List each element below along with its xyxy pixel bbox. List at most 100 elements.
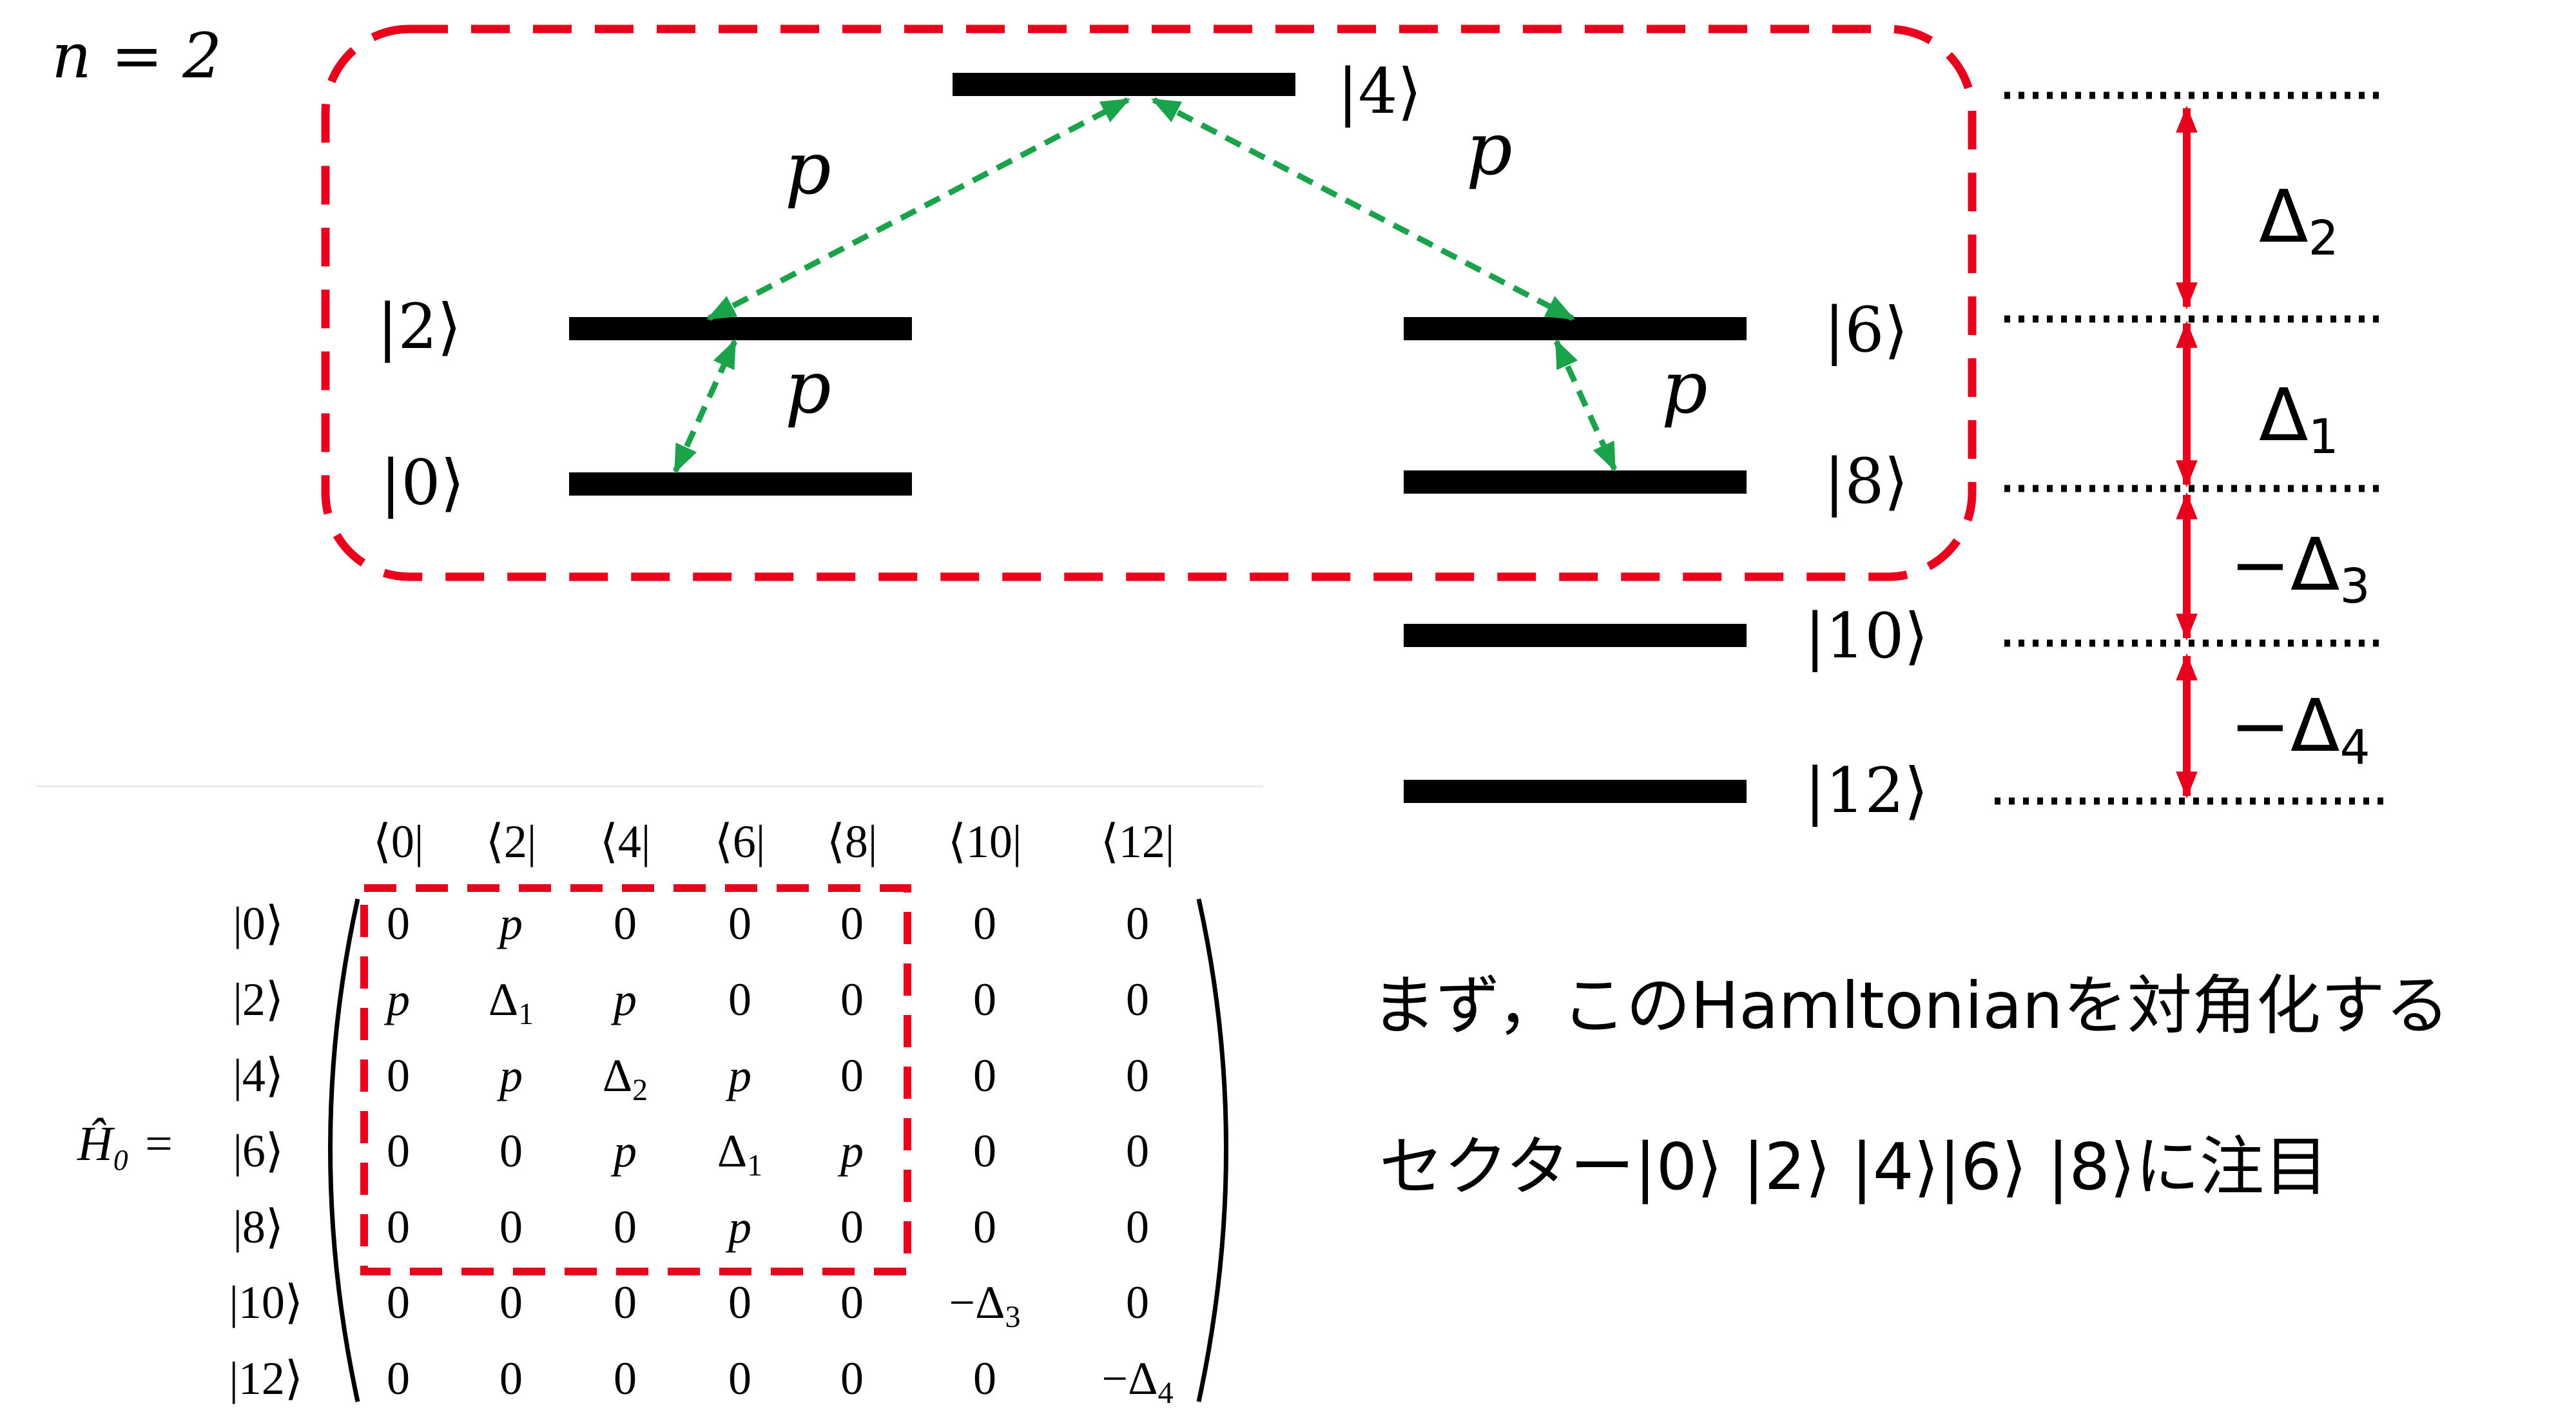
gap-label-delta4: −Δ4 [2230,684,2370,775]
matrix-cell: 0 [728,1353,751,1404]
matrix-cell: 0 [973,898,996,949]
matrix-cell: 0 [728,898,751,949]
matrix-cell: p [725,1201,751,1253]
matrix-lhs: Ĥ₀ = [77,1117,175,1171]
coupling-label-p: p [785,127,831,211]
matrix-cell: 0 [728,974,751,1025]
matrix-cell: −Δ4 [1102,1353,1174,1410]
energy-levels [569,73,1747,803]
matrix-cell: 0 [499,1201,523,1253]
matrix-cell: 0 [387,1353,410,1404]
matrix-col-header: ⟨2| [486,816,537,867]
matrix-cell: 0 [614,1353,637,1404]
level-bar-10 [1404,624,1747,647]
matrix-cell: p [610,1125,637,1177]
note-focus-sector: セクター|0⟩ |2⟩ |4⟩|6⟩ |8⟩に注目 [1379,1129,2329,1204]
matrix-cell: Δ1 [717,1125,762,1183]
matrix-row-header: |12⟩ [229,1353,303,1404]
level-bar-0 [569,472,912,496]
matrix-cell: 0 [973,1353,996,1404]
matrix-cell: Δ2 [603,1050,648,1107]
matrix-left-paren [328,898,360,1402]
coupling-label-p: p [785,346,831,430]
matrix-cell: p [496,898,523,949]
coupling-arrow-6-8 [1553,338,1618,472]
matrix-cell: 0 [1126,1050,1149,1101]
matrix-cell: 0 [1126,1125,1149,1177]
matrix-cell: Δ1 [489,974,534,1031]
level-label-6: |6⟩ [1824,294,1908,366]
matrix-row-headers: |0⟩ |2⟩ |4⟩ |6⟩ |8⟩ |10⟩ |12⟩ [229,898,303,1404]
hamiltonian-matrix: Ĥ₀ = ⟨0| ⟨2| ⟨4| ⟨6| ⟨8| ⟨10| ⟨12| |0⟩ |… [77,816,1228,1410]
coupling-labels: p p p p [785,108,1708,430]
coupling-arrow-0-2 [672,338,738,474]
matrix-row-header: |2⟩ [233,974,284,1025]
matrix-column-headers: ⟨0| ⟨2| ⟨4| ⟨6| ⟨8| ⟨10| ⟨12| [373,816,1175,867]
matrix-row-header: |0⟩ [233,898,284,949]
matrix-col-header: ⟨6| [715,816,766,867]
matrix-cell: 0 [973,974,996,1025]
matrix-cell: 0 [973,1201,996,1253]
matrix-cell: 0 [973,1125,996,1177]
matrix-cell: 0 [840,1353,864,1404]
matrix-right-paren [1196,898,1228,1402]
level-label-12: |12⟩ [1805,755,1928,827]
coupling-arrow-4-6 [1151,97,1575,321]
level-label-2: |2⟩ [377,291,461,363]
level-label-0: |0⟩ [380,447,465,519]
matrix-cell: p [837,1125,864,1177]
note-diagonalize: まず，このHamltonianを対角化する [1371,968,2450,1043]
gap-label-delta1: Δ1 [2259,374,2339,465]
level-label-4: |4⟩ [1337,55,1422,128]
matrix-cell: 0 [499,1353,523,1404]
matrix-cell: 0 [840,1277,864,1328]
matrix-col-header: ⟨12| [1101,816,1175,867]
energy-reference-lines [1995,92,2385,805]
matrix-cell: 0 [1126,1201,1149,1253]
coupling-label-p: p [1466,108,1513,191]
matrix-row-header: |8⟩ [233,1201,284,1253]
matrix-cell: −Δ3 [949,1277,1021,1334]
matrix-cell: 0 [840,974,864,1025]
matrix-cell: p [383,974,410,1025]
matrix-cell: p [725,1050,751,1101]
level-labels: |4⟩ |2⟩ |0⟩ |6⟩ |8⟩ |10⟩ |12⟩ [377,55,1928,827]
level-bar-4 [953,73,1295,96]
matrix-cell: 0 [387,1201,410,1253]
level-bar-2 [569,317,912,340]
matrix-col-header: ⟨4| [600,816,651,867]
level-label-10: |10⟩ [1805,600,1928,672]
matrix-cell: 0 [1126,898,1149,949]
matrix-cell: p [496,1050,523,1101]
gap-labels: Δ2 Δ1 −Δ3 −Δ4 [2230,175,2370,775]
matrix-cell: 0 [1126,1277,1149,1328]
matrix-col-header: ⟨10| [948,816,1022,867]
matrix-col-header: ⟨0| [373,816,424,867]
matrix-cell: 0 [973,1050,996,1101]
matrix-cell: 0 [387,898,410,949]
coupling-label-p: p [1661,346,1708,430]
level-bar-12 [1404,780,1747,803]
gap-label-delta3: −Δ3 [2230,523,2370,614]
matrix-row-header: |6⟩ [233,1125,284,1177]
matrix-row-header: |10⟩ [229,1277,303,1328]
matrix-cell: p [610,974,637,1025]
matrix-cell: 0 [387,1050,410,1101]
matrix-cell: 0 [1126,974,1149,1025]
matrix-cell: 0 [840,1050,864,1101]
matrix-cell: 0 [499,1277,523,1328]
matrix-cell: 0 [387,1277,410,1328]
level-bar-6 [1404,317,1747,340]
matrix-cell: 0 [728,1277,751,1328]
coupling-arrow-2-4 [706,97,1130,321]
sector-highlight-box [321,24,1977,581]
gap-label-delta2: Δ2 [2259,175,2339,266]
n-label: n = 2 [52,20,222,92]
coupling-arrows [672,97,1618,474]
level-bar-8 [1404,470,1747,494]
matrix-row-header: |4⟩ [233,1050,284,1101]
matrix-cell: 0 [840,1201,864,1253]
matrix-sector-highlight [360,884,911,1275]
matrix-cell: 0 [499,1125,523,1177]
